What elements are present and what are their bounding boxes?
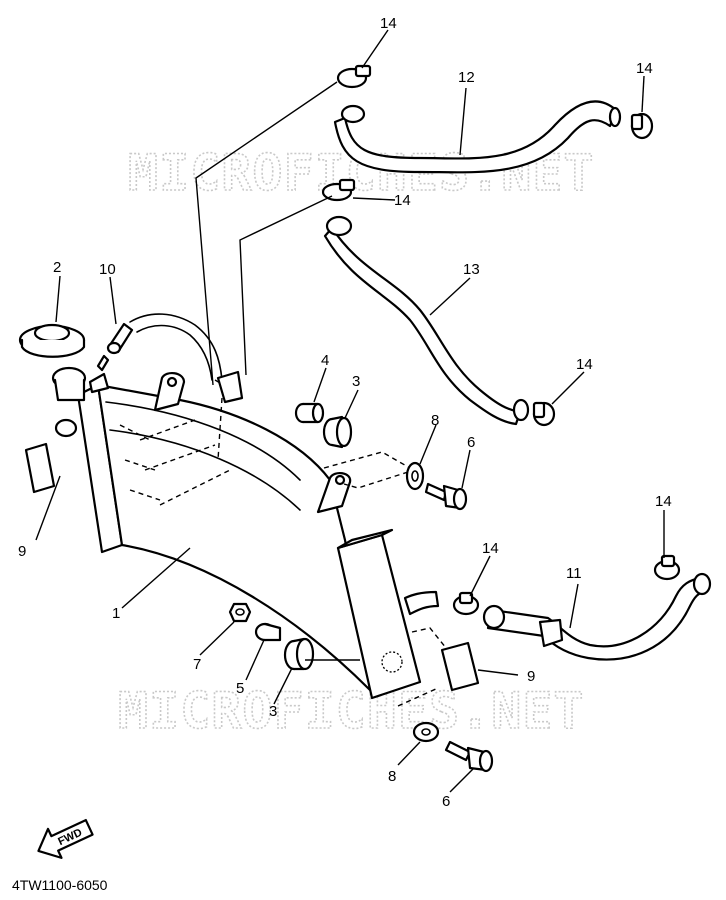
washer-8-lower[interactable] — [412, 721, 440, 743]
callout-3-upper: 3 — [352, 373, 360, 390]
callout-9-left: 9 — [18, 543, 26, 560]
callout-1: 1 — [112, 605, 120, 622]
callout-3-lower: 3 — [269, 703, 277, 720]
callout-4: 4 — [321, 352, 329, 369]
bolt-4-upper[interactable] — [294, 402, 325, 424]
radiator-1[interactable] — [51, 366, 440, 700]
leader-lines — [35, 29, 665, 793]
callout-6-upper: 6 — [467, 434, 475, 451]
clamp-14-lower-left[interactable] — [452, 591, 480, 616]
grommet-3-upper[interactable] — [322, 415, 353, 449]
callout-2: 2 — [53, 259, 61, 276]
hose-13[interactable] — [323, 215, 530, 426]
clamp-14-lower-right[interactable] — [653, 554, 681, 581]
washer-8-upper[interactable] — [405, 461, 425, 491]
hose-11[interactable] — [482, 572, 712, 661]
callout-14-right-top: 14 — [636, 60, 653, 77]
callout-6-lower: 6 — [442, 793, 450, 810]
callout-14-lower-right: 14 — [655, 493, 672, 510]
callout-numbers: 1 2 3 3 4 5 6 6 7 8 8 9 9 10 11 12 13 14… — [18, 15, 672, 810]
callout-8-upper: 8 — [431, 412, 439, 429]
callout-7: 7 — [193, 656, 201, 673]
hose-12[interactable] — [333, 100, 622, 174]
bolt-6-upper[interactable] — [424, 482, 468, 511]
label-9-left[interactable] — [24, 442, 56, 494]
label-9-right[interactable] — [440, 641, 480, 692]
breather-hose-10[interactable] — [96, 313, 244, 404]
callout-14-mid: 14 — [394, 192, 411, 209]
callout-11: 11 — [566, 565, 582, 582]
collar-5[interactable] — [254, 622, 282, 642]
callout-12: 12 — [458, 69, 475, 86]
clamp-14-right-mid[interactable] — [532, 401, 556, 427]
callout-14-right-mid: 14 — [576, 356, 593, 373]
callout-13: 13 — [463, 261, 480, 278]
diagram-code: 4TW1100-6050 — [12, 877, 108, 893]
fwd-arrow: FWD — [37, 818, 94, 859]
callout-8-lower: 8 — [388, 768, 396, 785]
callout-14-lower-left: 14 — [482, 540, 499, 557]
clamp-14-right-top[interactable] — [630, 112, 654, 140]
nut-7[interactable] — [228, 602, 252, 623]
callout-10: 10 — [99, 261, 116, 278]
callout-14-top: 14 — [380, 15, 397, 32]
clamp-14-mid[interactable] — [321, 178, 356, 202]
clamp-14-top[interactable] — [336, 64, 372, 89]
radiator-cap-2[interactable] — [18, 323, 86, 358]
bolt-6-lower[interactable] — [444, 740, 494, 773]
callout-9-right: 9 — [527, 668, 535, 685]
grommet-3-lower[interactable] — [283, 637, 315, 671]
callout-5: 5 — [236, 680, 244, 697]
watermark-bottom: MICROFICHES.NET — [118, 682, 585, 740]
